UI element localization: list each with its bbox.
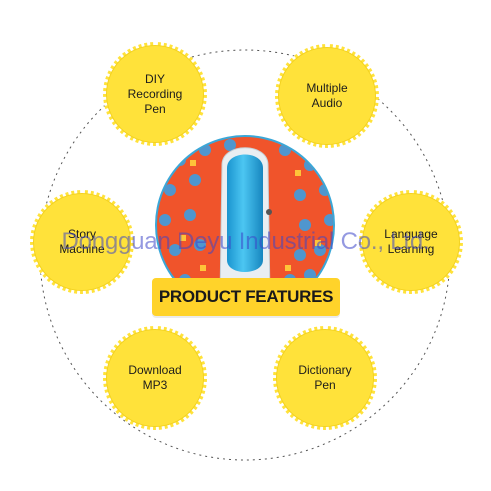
feature-label: Dictionary Pen: [298, 363, 352, 392]
company-watermark: Dongguan Deyu Industrial Co., Ltd.: [61, 228, 430, 255]
product-features-banner: PRODUCT FEATURES: [152, 278, 340, 316]
feature-label: Story Machine: [59, 227, 105, 256]
feature-multiple-audio: Multiple Audio: [275, 44, 379, 148]
feature-download-mp3: Download MP3: [103, 326, 207, 430]
feature-label: Language Learning: [384, 227, 438, 256]
feature-dictionary-pen: Dictionary Pen: [273, 326, 377, 430]
feature-diy-recording-pen: DIY Recording Pen: [103, 42, 207, 146]
feature-language-learning: Language Learning: [359, 190, 463, 294]
feature-story-machine: Story Machine: [30, 190, 134, 294]
feature-label: DIY Recording Pen: [127, 71, 183, 116]
feature-label: Multiple Audio: [306, 81, 348, 110]
feature-label: Download MP3: [128, 363, 182, 392]
